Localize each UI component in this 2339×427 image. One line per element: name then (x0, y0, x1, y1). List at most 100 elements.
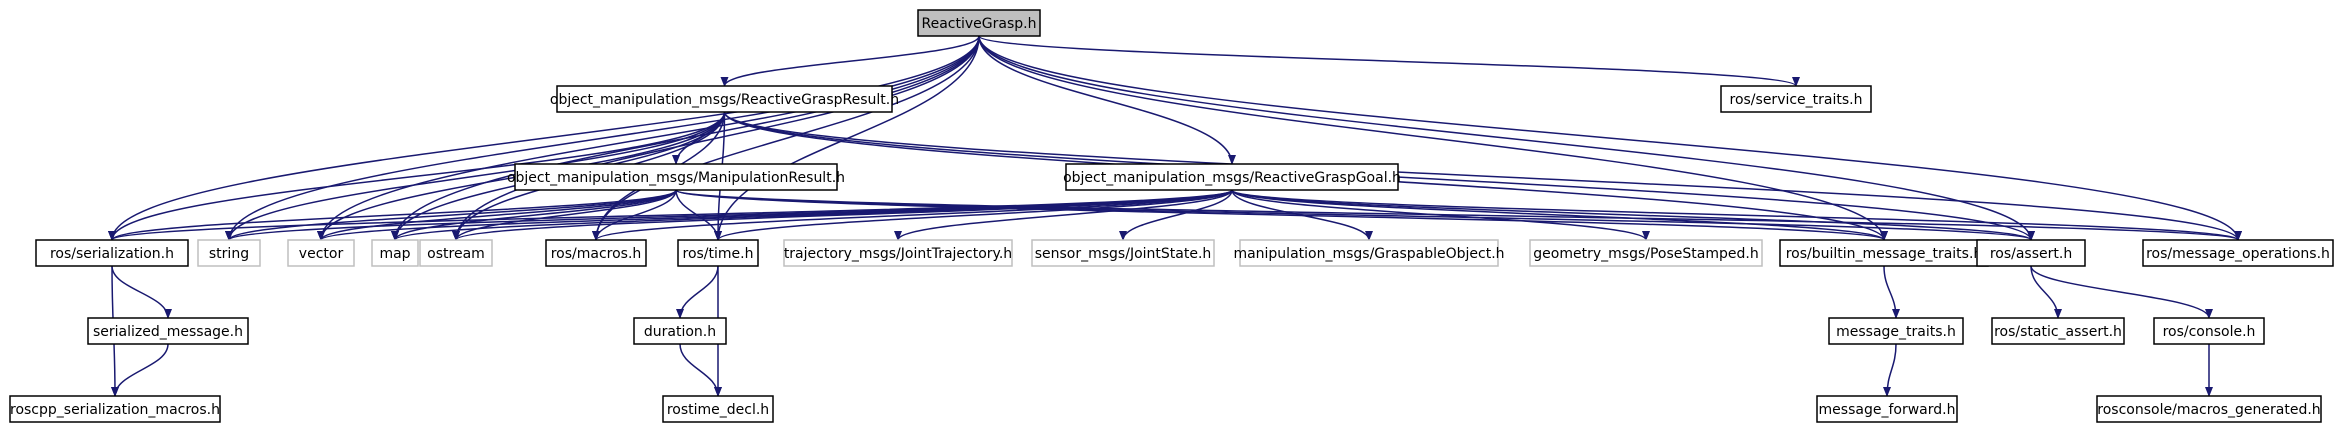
node-label: ReactiveGrasp.h (922, 16, 1037, 32)
node-box (2096, 395, 2322, 423)
edge-builtin-to-msgtraits (1883, 265, 1900, 319)
node-box (1976, 239, 2086, 267)
node-box (1991, 317, 2125, 345)
node-root[interactable]: ReactiveGrasp.h (917, 9, 1041, 37)
node-label: object_manipulation_msgs/ManipulationRes… (507, 170, 845, 186)
node-duration[interactable]: duration.h (633, 317, 727, 345)
edge-root-to-string (225, 35, 980, 241)
node-box (9, 395, 221, 423)
node-rosconsole_macros[interactable]: rosconsole/macros_generated.h (2096, 395, 2322, 423)
node-label: duration.h (644, 324, 716, 340)
node-box (419, 239, 493, 267)
edge-rgresult-to-string (225, 111, 726, 241)
node-rgresult[interactable]: object_manipulation_msgs/ReactiveGraspRe… (550, 85, 899, 113)
edge-root-to-rgresult (720, 35, 980, 87)
edge-rggoal-to-graspable (1231, 189, 1373, 241)
edge-manipresult-to-serialization (108, 189, 677, 241)
node-box (633, 317, 727, 345)
node-label: ros/builtin_message_traits.h (1786, 246, 1983, 262)
node-label: ros/static_assert.h (1994, 324, 2122, 340)
node-label: ros/service_traits.h (1730, 92, 1863, 108)
edge-manipresult-to-ostream (452, 189, 677, 241)
node-time[interactable]: ros/time.h (677, 239, 759, 267)
node-posestamped: geometry_msgs/PoseStamped.h (1529, 239, 1763, 267)
node-label: trajectory_msgs/JointTrajectory.h (784, 246, 1012, 262)
node-label: object_manipulation_msgs/ReactiveGraspGo… (1063, 170, 1401, 186)
node-manipresult[interactable]: object_manipulation_msgs/ManipulationRes… (507, 163, 845, 191)
node-label: ros/macros.h (551, 246, 642, 262)
edge-manipresult-to-string (225, 189, 677, 241)
edges-layer (108, 35, 2242, 397)
edge-root-to-assert (978, 35, 2035, 241)
node-serialized[interactable]: serialized_message.h (87, 317, 249, 345)
node-macros[interactable]: ros/macros.h (545, 239, 647, 267)
edge-rggoal-to-macros (592, 189, 1233, 241)
node-box (917, 9, 1041, 37)
node-box (1828, 317, 1964, 345)
node-box (677, 239, 759, 267)
node-box (556, 85, 893, 113)
node-jointtraj: trajectory_msgs/JointTrajectory.h (783, 239, 1013, 267)
node-label: manipulation_msgs/GraspableObject.h (1233, 246, 1504, 262)
edge-root-to-msgops (978, 35, 2242, 241)
node-vector: vector (287, 239, 355, 267)
edge-rgresult-to-msgops (723, 111, 2242, 241)
edge-rggoal-to-jointstate (1119, 189, 1233, 241)
node-box (662, 395, 774, 423)
node-box (1239, 239, 1499, 267)
edge-serialization-to-serialized (111, 265, 172, 319)
node-box (1816, 395, 1958, 423)
node-box (35, 239, 189, 267)
node-jointstate: sensor_msgs/JointState.h (1031, 239, 1215, 267)
node-serialization[interactable]: ros/serialization.h (35, 239, 189, 267)
edge-assert-to-console (2030, 265, 2213, 319)
node-builtin[interactable]: ros/builtin_message_traits.h (1779, 239, 1989, 267)
node-msgops[interactable]: ros/message_operations.h (2142, 239, 2334, 267)
node-console[interactable]: ros/console.h (2153, 317, 2265, 345)
edge-manipresult-to-map (391, 189, 677, 241)
node-msgtraits[interactable]: message_traits.h (1828, 317, 1964, 345)
node-service_traits[interactable]: ros/service_traits.h (1720, 85, 1872, 113)
node-rggoal[interactable]: object_manipulation_msgs/ReactiveGraspGo… (1063, 163, 1401, 191)
edge-rggoal-to-builtin (1231, 189, 1888, 241)
edge-root-to-vector (317, 35, 980, 241)
edge-time-to-duration (676, 265, 719, 319)
edge-root-to-rggoal (978, 35, 1236, 165)
node-label: map (379, 246, 410, 262)
node-box (287, 239, 355, 267)
node-box (1065, 163, 1399, 191)
node-label: rosconsole/macros_generated.h (2097, 402, 2320, 418)
node-label: vector (299, 246, 344, 262)
node-label: ostream (427, 246, 485, 262)
node-graspable: manipulation_msgs/GraspableObject.h (1233, 239, 1505, 267)
edge-duration-to-rostime_decl (679, 343, 722, 397)
edge-rggoal-to-map (391, 189, 1233, 241)
node-label: ros/time.h (683, 246, 754, 262)
node-label: ros/message_operations.h (2146, 246, 2330, 262)
edge-rggoal-to-ostream (452, 189, 1233, 241)
node-ostream: ostream (419, 239, 493, 267)
edge-rggoal-to-msgops (1231, 189, 2242, 241)
node-assert[interactable]: ros/assert.h (1976, 239, 2086, 267)
edge-root-to-service_traits (978, 35, 1800, 87)
node-rostime_decl[interactable]: rostime_decl.h (662, 395, 774, 423)
node-box (1529, 239, 1763, 267)
node-string: string (197, 239, 261, 267)
edge-msgtraits-to-msgforward (1883, 343, 1897, 397)
edge-rggoal-to-time (714, 189, 1233, 241)
edge-rgresult-to-serialization (108, 111, 726, 241)
node-msgforward[interactable]: message_forward.h (1816, 395, 1958, 423)
node-label: ros/console.h (2163, 324, 2256, 340)
node-roscpp_macros[interactable]: roscpp_serialization_macros.h (9, 395, 221, 423)
node-label: object_manipulation_msgs/ReactiveGraspRe… (550, 92, 899, 108)
node-box (371, 239, 419, 267)
node-label: serialized_message.h (93, 324, 243, 340)
node-label: geometry_msgs/PoseStamped.h (1533, 246, 1758, 262)
node-label: rostime_decl.h (667, 402, 769, 418)
node-static_assert[interactable]: ros/static_assert.h (1991, 317, 2125, 345)
node-box (545, 239, 647, 267)
edge-manipresult-to-vector (317, 189, 677, 241)
edge-root-to-ostream (452, 35, 980, 241)
edge-rggoal-to-posestamped (1231, 189, 1650, 241)
